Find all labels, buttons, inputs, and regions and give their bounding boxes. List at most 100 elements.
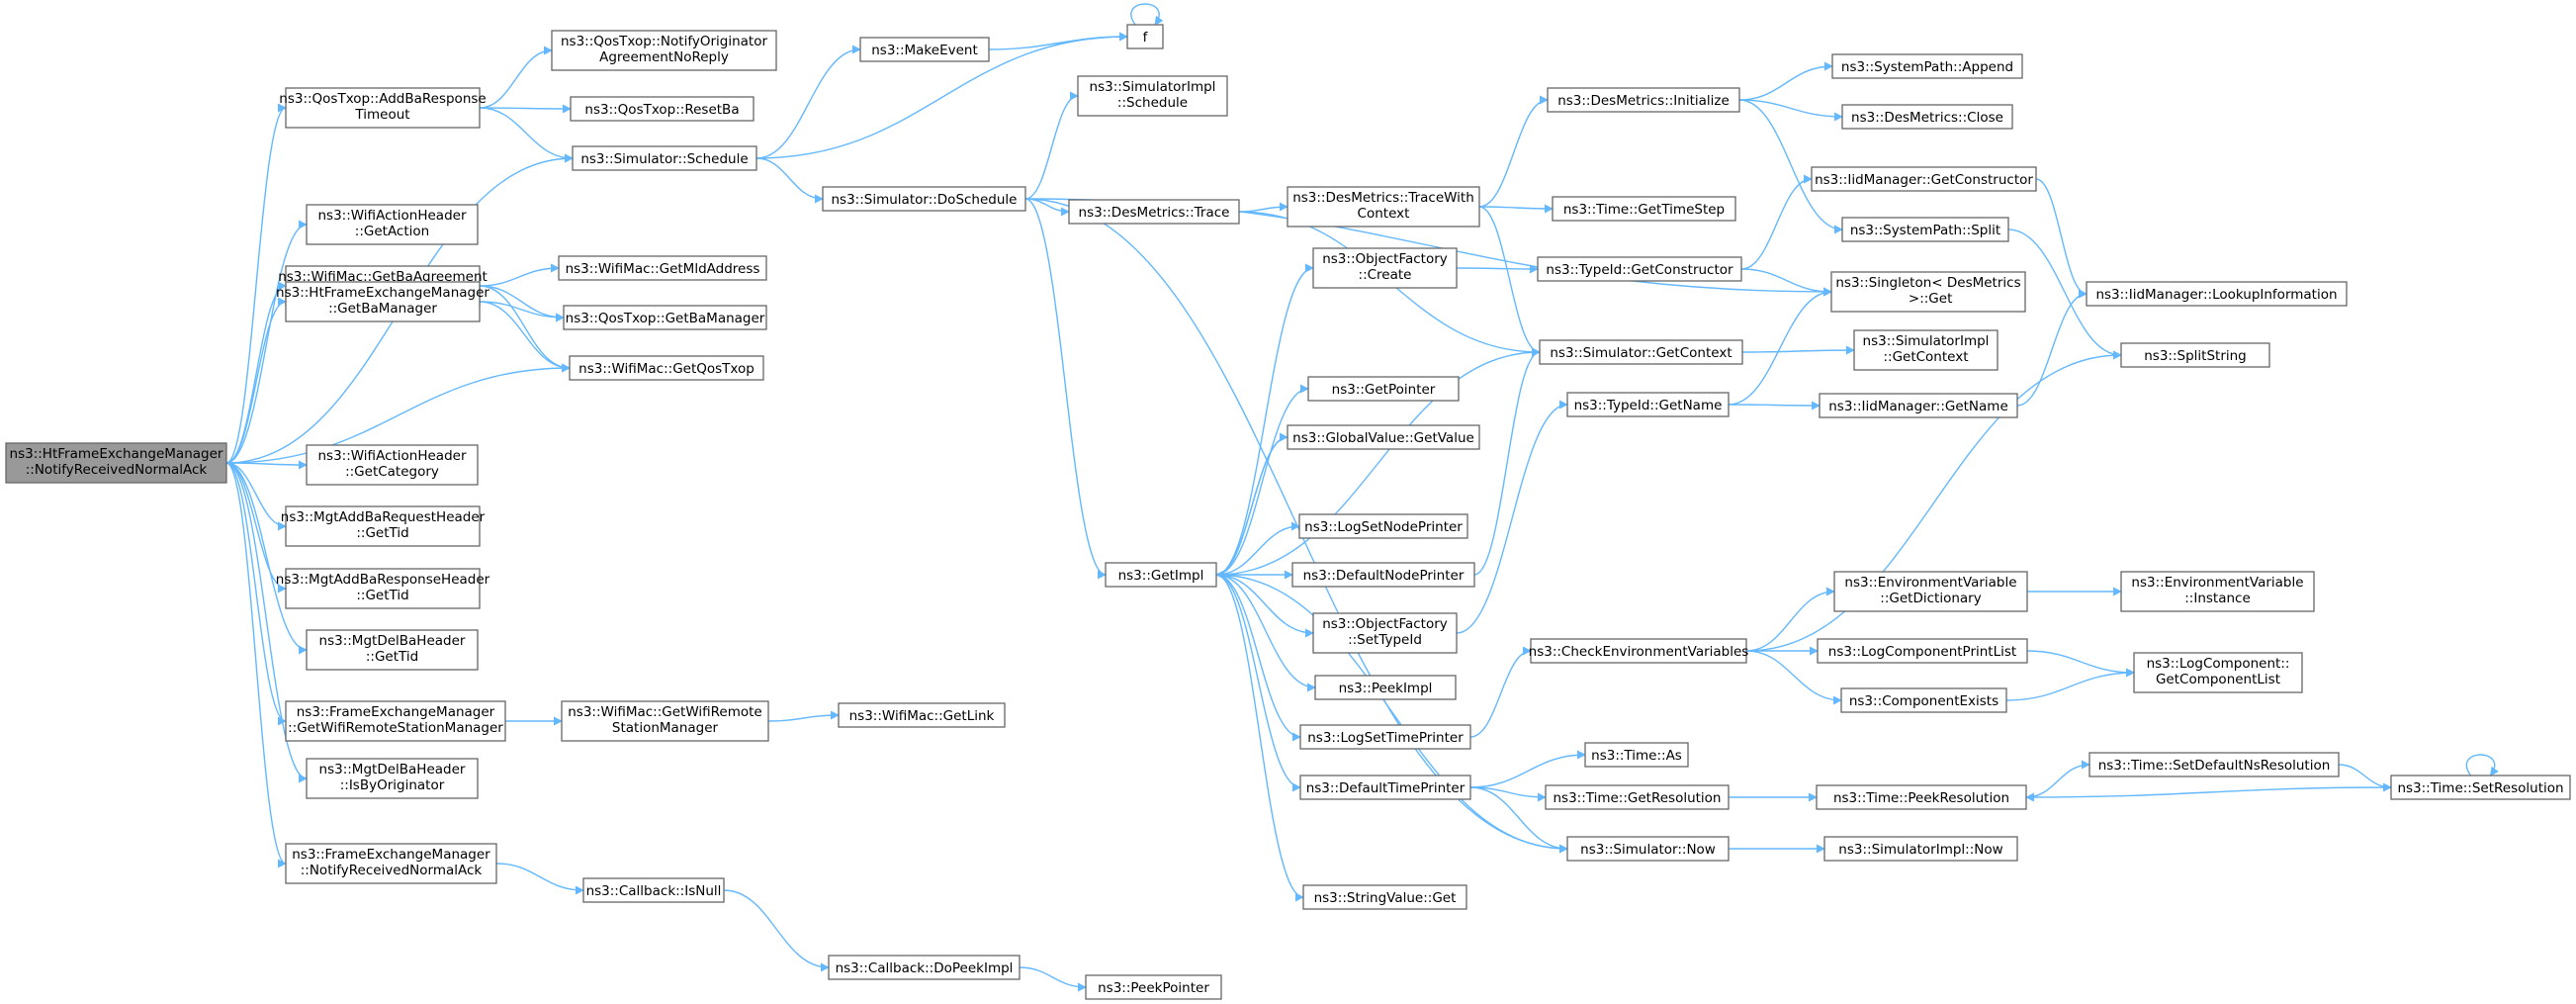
node-simimpl-getcontext[interactable]: ns3::SimulatorImpl::GetContext <box>1853 329 1999 371</box>
node-box <box>1811 166 2037 192</box>
node-label-line: ns3::SimulatorImpl <box>1090 79 1216 95</box>
node-fem-notify[interactable]: ns3::FrameExchangeManager::NotifyReceive… <box>285 843 497 884</box>
node-of-create[interactable]: ns3::ObjectFactory::Create <box>1312 247 1458 289</box>
node-time-getres[interactable]: ns3::Time::GetResolution <box>1545 784 1730 810</box>
node-logcompprintlist[interactable]: ns3::LogComponentPrintList <box>1817 638 2028 664</box>
node-box <box>1291 562 1475 588</box>
node-lc-getlist[interactable]: ns3::LogComponent::GetComponentList <box>2133 652 2303 693</box>
node-delba-gettid[interactable]: ns3::MgtDelBaHeader::GetTid <box>306 629 479 671</box>
node-splitstring[interactable]: ns3::SplitString <box>2120 342 2270 368</box>
node-label-line: ns3::Time::As <box>1591 748 1682 764</box>
edge-of-settypeid-to-typeid-getname <box>1456 400 1568 634</box>
node-typeid-getname[interactable]: ns3::TypeId::GetName <box>1566 392 1730 417</box>
node-getimpl[interactable]: ns3::GetImpl <box>1105 562 1217 588</box>
node-desm-trace[interactable]: ns3::DesMetrics::Trace <box>1068 199 1240 225</box>
node-env-instance[interactable]: ns3::EnvironmentVariable::Instance <box>2120 571 2315 612</box>
node-label: ns3::DesMetrics::Initialize <box>1557 93 1730 109</box>
node-label-line: ns3::SplitString <box>2144 348 2247 364</box>
node-label-line: ns3::DesMetrics::Trace <box>1079 205 1230 221</box>
node-box <box>859 37 990 62</box>
node-label: ns3::MakeEvent <box>871 43 978 58</box>
node-stringvalue-get[interactable]: ns3::StringValue::Get <box>1302 884 1467 910</box>
node-label-line: ns3::Simulator::Schedule <box>580 151 748 167</box>
node-peekpointer[interactable]: ns3::PeekPointer <box>1085 974 1222 1000</box>
node-resetba[interactable]: ns3::QosTxop::ResetBa <box>570 96 755 122</box>
edge-checkenv-to-splitstring <box>1745 350 2122 652</box>
edge-sim-now-to-getimpl <box>1215 570 1568 850</box>
node-label: ns3::DefaultNodePrinter <box>1303 568 1465 584</box>
node-sim-now[interactable]: ns3::Simulator::Now <box>1566 836 1730 862</box>
node-label: ns3::SystemPath::Split <box>1850 223 2000 238</box>
node-time-setdefault[interactable]: ns3::Time::SetDefaultNsResolution <box>2088 752 2340 777</box>
node-sp-split[interactable]: ns3::SystemPath::Split <box>1841 217 2009 242</box>
node-gv-getvalue[interactable]: ns3::GlobalValue::GetValue <box>1287 424 1480 450</box>
node-cb-dopeek[interactable]: ns3::Callback::DoPeekImpl <box>828 955 1021 980</box>
node-addbareq-gettid[interactable]: ns3::MgtAddBaRequestHeader::GetTid <box>281 505 486 547</box>
node-box <box>1833 571 2028 612</box>
node-label-line: ns3::MgtDelBaHeader <box>319 633 466 649</box>
node-getlink[interactable]: ns3::WifiMac::GetLink <box>838 702 1006 728</box>
node-logsettimeprinter[interactable]: ns3::LogSetTimePrinter <box>1299 724 1471 750</box>
node-wifi-getaction[interactable]: ns3::WifiActionHeader::GetAction <box>306 204 479 245</box>
node-box <box>5 442 227 484</box>
edge-defaultnodeprinter-to-sim-getcontext <box>1473 347 1541 576</box>
node-defaultnodeprinter[interactable]: ns3::DefaultNodePrinter <box>1291 562 1475 588</box>
node-logsetnodeprinter[interactable]: ns3::LogSetNodePrinter <box>1298 513 1468 539</box>
node-simimpl-schedule[interactable]: ns3::SimulatorImpl::Schedule <box>1077 75 1228 117</box>
node-iid-lookup[interactable]: ns3::IidManager::LookupInformation <box>2086 281 2348 307</box>
node-compexists[interactable]: ns3::ComponentExists <box>1840 687 2007 713</box>
node-label: ns3::FrameExchangeManager::NotifyReceive… <box>292 847 490 878</box>
node-wifi-getcategory[interactable]: ns3::WifiActionHeader::GetCategory <box>306 444 479 486</box>
node-gettimestep[interactable]: ns3::Time::GetTimeStep <box>1552 196 1736 222</box>
node-getpointer[interactable]: ns3::GetPointer <box>1307 376 1460 402</box>
node-of-settypeid[interactable]: ns3::ObjectFactory::SetTypeId <box>1312 612 1458 654</box>
node-makeevent[interactable]: ns3::MakeEvent <box>859 37 990 62</box>
node-sp-append[interactable]: ns3::SystemPath::Append <box>1831 53 2023 79</box>
node-ht-getbamanager[interactable]: ns3::HtFrameExchangeManager::GetBaManage… <box>276 281 489 322</box>
node-defaulttimeprinter[interactable]: ns3::DefaultTimePrinter <box>1299 775 1471 800</box>
edge-makeevent-to-f <box>988 32 1128 50</box>
node-time-setres[interactable]: ns3::Time::SetResolution <box>2390 775 2571 800</box>
node-label: ns3::HtFrameExchangeManager::NotifyRecei… <box>10 446 223 478</box>
node-singleton-get[interactable]: ns3::Singleton< DesMetrics >::Get <box>1830 271 2026 313</box>
edge-root-to-addba-timeout <box>225 103 287 464</box>
node-simimpl-now[interactable]: ns3::SimulatorImpl::Now <box>1823 836 2018 862</box>
node-checkenv[interactable]: ns3::CheckEnvironmentVariables <box>1529 638 1749 664</box>
node-getbamanager[interactable]: ns3::QosTxop::GetBaManager <box>563 305 767 330</box>
node-label-line: ::GetCategory <box>345 464 439 480</box>
node-box <box>306 204 479 245</box>
node-f[interactable]: f <box>1126 24 1164 49</box>
node-cb-isnull[interactable]: ns3::Callback::IsNull <box>582 877 725 903</box>
node-box <box>306 629 479 671</box>
node-box <box>1841 104 2013 130</box>
node-box <box>1831 53 2023 79</box>
node-time-peekres[interactable]: ns3::Time::PeekResolution <box>1816 784 2027 810</box>
edge-iid-getname-to-iid-lookup <box>2016 289 2087 407</box>
node-desm-close[interactable]: ns3::DesMetrics::Close <box>1841 104 2013 130</box>
node-getmldaddr[interactable]: ns3::WifiMac::GetMldAddress <box>558 255 767 281</box>
node-delba-isbyorig[interactable]: ns3::MgtDelBaHeader::IsByOriginator <box>306 758 479 799</box>
node-label: ns3::GetPointer <box>1332 382 1436 398</box>
node-sim-getcontext[interactable]: ns3::Simulator::GetContext <box>1539 339 1743 365</box>
edge-sim-getcontext-to-getimpl <box>1215 351 1541 580</box>
node-iid-getname[interactable]: ns3::IidManager::GetName <box>1819 393 2018 418</box>
node-peekimpl[interactable]: ns3::PeekImpl <box>1314 675 1457 700</box>
node-fem-getwrsm[interactable]: ns3::FrameExchangeManager::GetWifiRemote… <box>285 700 506 742</box>
node-label-line: ::GetBaManager <box>328 301 437 317</box>
node-typeid-getconstructor[interactable]: ns3::TypeId::GetConstructor <box>1537 256 1742 282</box>
node-doschedule[interactable]: ns3::Simulator::DoSchedule <box>822 186 1026 212</box>
node-sim-schedule[interactable]: ns3::Simulator::Schedule <box>572 145 757 171</box>
node-desm-init[interactable]: ns3::DesMetrics::Initialize <box>1547 87 1740 113</box>
node-iid-getconstructor[interactable]: ns3::IidManager::GetConstructor <box>1811 166 2037 192</box>
node-box <box>582 877 725 903</box>
node-time-as[interactable]: ns3::Time::As <box>1584 742 1689 768</box>
node-getqostxop[interactable]: ns3::WifiMac::GetQosTxop <box>569 355 764 381</box>
node-addbaresp-gettid[interactable]: ns3::MgtAddBaResponseHeader::GetTid <box>276 568 490 609</box>
node-env-getdict[interactable]: ns3::EnvironmentVariable::GetDictionary <box>1833 571 2028 612</box>
